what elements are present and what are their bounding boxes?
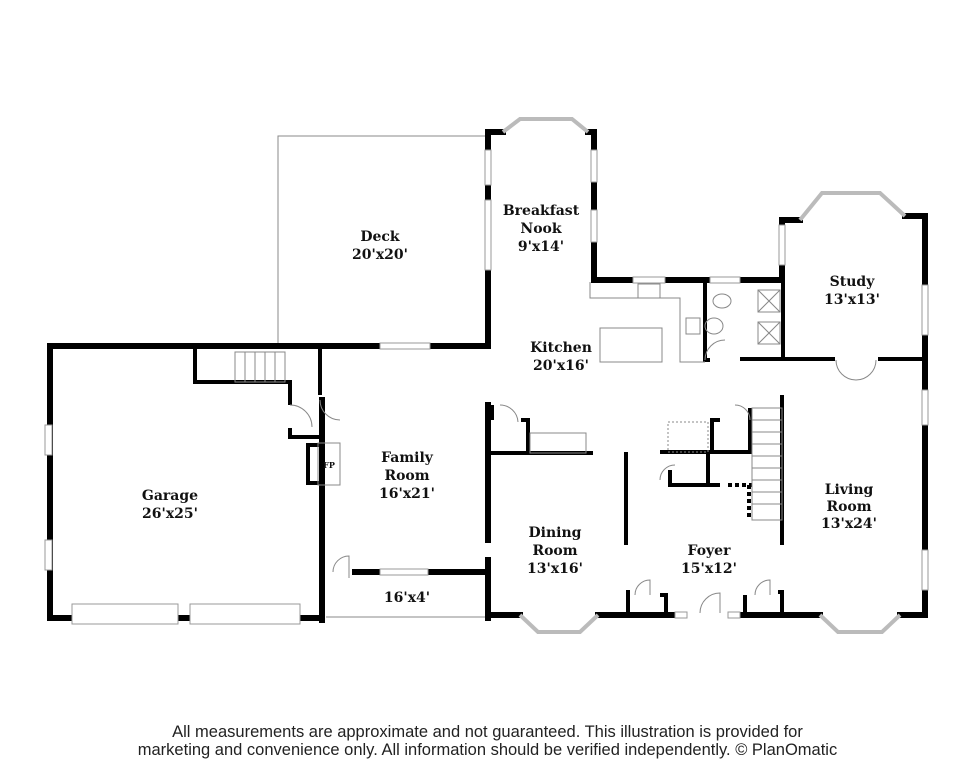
garage-size: 26'x25' <box>142 506 198 522</box>
foyer-size: 15'x12' <box>681 561 737 577</box>
room-label-deck: Deck 20'x20' <box>352 229 408 263</box>
family-room-size: 16'x21' <box>379 486 435 502</box>
dining-room-name-2: Room <box>532 543 577 559</box>
deck-name: Deck <box>360 229 400 245</box>
room-label-foyer: Foyer 15'x12' <box>681 543 737 577</box>
room-label-dining-room: Dining Room 13'x16' <box>527 525 583 577</box>
family-room-name-1: Family <box>381 450 434 466</box>
porch-size: 16'x4' <box>384 590 430 606</box>
fireplace-label: FP <box>323 460 335 470</box>
fixtures <box>234 282 877 614</box>
living-room-name-1: Living <box>825 482 874 498</box>
deck-size: 20'x20' <box>352 247 408 263</box>
garage-doors <box>71 603 301 625</box>
family-room-name-2: Room <box>384 468 429 484</box>
bathroom-sink <box>704 317 724 335</box>
kitchen-name: Kitchen <box>530 340 592 356</box>
room-label-study: Study 13'x13' <box>824 274 880 308</box>
study-size: 13'x13' <box>824 292 880 308</box>
room-label-living-room: Living Room 13'x24' <box>821 482 877 532</box>
kitchen-island <box>599 327 663 363</box>
study-name: Study <box>830 274 876 290</box>
breakfast-nook-name-1: Breakfast <box>503 203 580 219</box>
living-room-name-2: Room <box>826 499 871 515</box>
room-label-breakfast-nook: Breakfast Nook 9'x14' <box>503 203 580 255</box>
room-label-garage: Garage 26'x25' <box>142 488 198 522</box>
room-label-family-room: Family Room 16'x21' <box>379 450 435 502</box>
room-label-kitchen: Kitchen 20'x16' <box>530 340 592 374</box>
dining-room-size: 13'x16' <box>527 561 583 577</box>
stairs <box>234 351 783 521</box>
walls <box>47 129 928 623</box>
foyer-name: Foyer <box>688 543 732 559</box>
disclaimer-line-2: marketing and convenience only. All info… <box>137 741 838 759</box>
breakfast-nook-name-2: Nook <box>520 221 561 237</box>
garage-name: Garage <box>142 488 198 504</box>
dining-room-name-1: Dining <box>529 525 582 541</box>
toilet <box>712 293 732 309</box>
disclaimer: All measurements are approximate and not… <box>0 723 975 759</box>
windows <box>44 117 929 634</box>
living-room-size: 13'x24' <box>821 516 877 532</box>
kitchen-size: 20'x16' <box>533 358 589 374</box>
fireplace <box>317 442 341 486</box>
sink <box>637 283 661 299</box>
deck-outline <box>277 135 488 346</box>
floor-plan: Deck 20'x20' Breakfast Nook 9'x14' Study… <box>44 117 929 634</box>
breakfast-nook-size: 9'x14' <box>518 239 564 255</box>
cooktop <box>685 317 701 335</box>
disclaimer-line-1: All measurements are approximate and not… <box>172 723 803 741</box>
